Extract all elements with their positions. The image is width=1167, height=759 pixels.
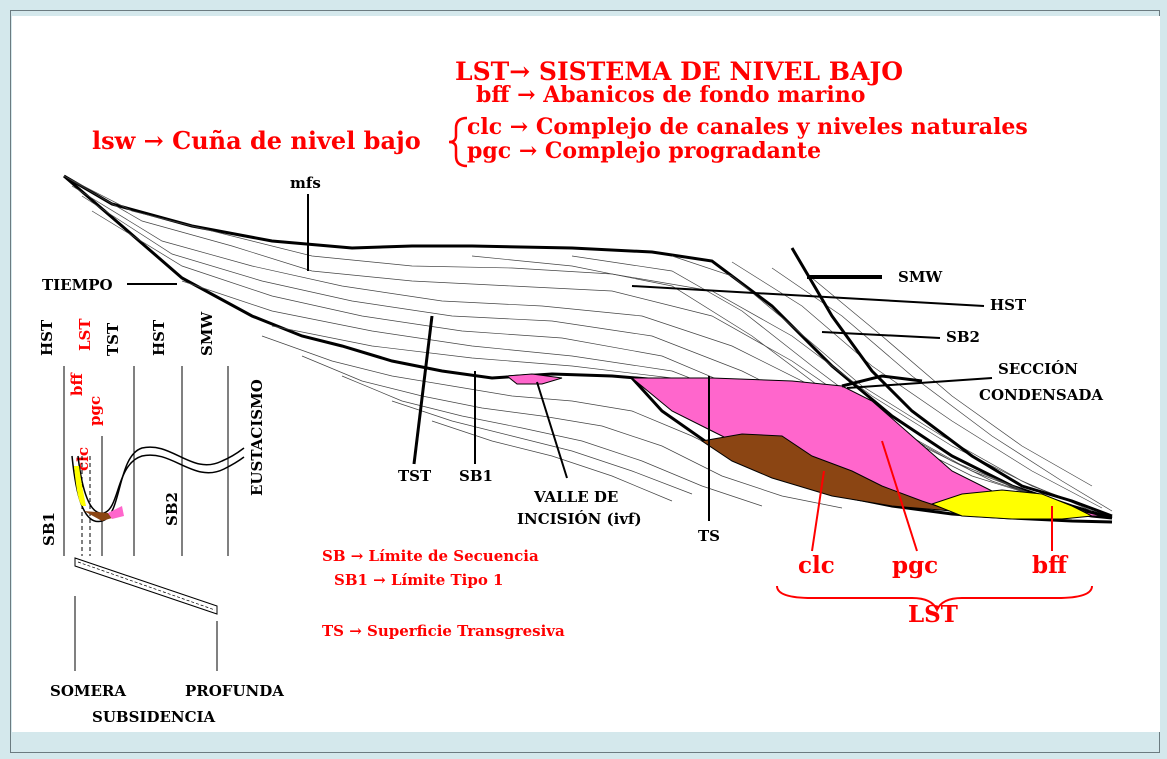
label-seccion: SECCIÓN [998,360,1078,378]
clc-fill [700,433,953,512]
arrow-valle [536,381,568,479]
label-valle: VALLE DE [533,488,618,506]
curve-label-smw: SMW [198,311,216,356]
diagram-canvas: LST→ SISTEMA DE NIVEL BAJO bff → Abanico… [12,16,1160,732]
cross-section [63,174,1113,524]
sequence-stratigraphy-diagram: LST→ SISTEMA DE NIVEL BAJO bff → Abanico… [38,57,1113,726]
callout-clc: clc [798,552,835,579]
callout-pgc: pgc [892,552,938,579]
legend-lsw: lsw → Cuña de nivel bajo [92,126,421,155]
label-somera: SOMERA [50,682,126,700]
callout-line-clc [811,470,825,552]
curve-label-tst: TST [104,322,122,356]
condensed-section-line [841,374,923,388]
top-surface [63,174,1113,520]
arrow-tst [412,315,434,465]
legend-ts: TS → Superficie Transgresiva [322,622,565,640]
label-smw: SMW [898,268,943,286]
lst-brace [776,585,1093,613]
label-tst: TST [398,467,432,485]
legend-bff: bff → Abanicos de fondo marino [476,82,865,108]
legend-brace [448,116,468,168]
label-hst: HST [990,296,1027,314]
top-legend: LST→ SISTEMA DE NIVEL BAJO bff → Abanico… [92,57,1028,168]
label-condensada: CONDENSADA [979,386,1103,404]
label-sb2: SB2 [946,328,980,346]
curve-label-sb1: SB1 [40,512,58,546]
curve-label-lst: LST [76,318,94,351]
sb1-surface [63,174,1113,520]
curve-label-hst2: HST [150,319,168,356]
callout-bff: bff [1032,552,1069,579]
legend-sb1: SB1 → Límite Tipo 1 [334,571,503,589]
legend-pgc: pgc → Complejo progradante [467,138,821,164]
lst-callouts: clc pgc bff LST [776,440,1093,628]
curve-label-sb2: SB2 [163,492,181,526]
curve-label-eustacismo: EUSTACISMO [248,379,266,496]
arrow-sb2 [821,331,941,339]
curve-label-pgc: pgc [86,396,104,426]
subsidence-panel: SOMERA PROFUNDA SUBSIDENCIA [50,557,284,726]
curve-label-hst: HST [38,319,56,356]
callout-lst: LST [908,601,958,628]
label-incision: INCISIÓN (ivf) [517,510,642,528]
label-sb1: SB1 [459,467,493,485]
label-profunda: PROFUNDA [185,682,284,700]
diagram-labels: mfs TIEMPO SMW HST SB2 SECCIÓN CONDENSAD… [42,174,1103,545]
legend-lst: LST→ SISTEMA DE NIVEL BAJO [455,57,903,86]
label-mfs: mfs [290,174,321,192]
eustacy-panel: HST LST TST HST SMW bff pgc clc SB1 SB2 … [38,311,266,556]
label-subsidencia: SUBSIDENCIA [92,708,216,726]
arrow-hst [631,285,985,307]
legend-clc: clc → Complejo de canales y niveles natu… [467,114,1028,140]
sb2-surface [790,247,1113,518]
incision-fill [505,373,563,385]
curve-label-bff: bff [68,372,86,396]
label-ts: TS [698,527,720,545]
arrow-seccion [846,377,993,389]
eustacy-curve-outer [71,446,245,523]
callout-line-pgc [881,440,918,552]
eustacy-curve-inner [77,454,245,514]
legend-sb: SB → Límite de Secuencia [322,547,539,565]
bottom-legend: SB → Límite de Secuencia SB1 → Límite Ti… [322,547,565,640]
label-tiempo: TIEMPO [42,276,113,294]
